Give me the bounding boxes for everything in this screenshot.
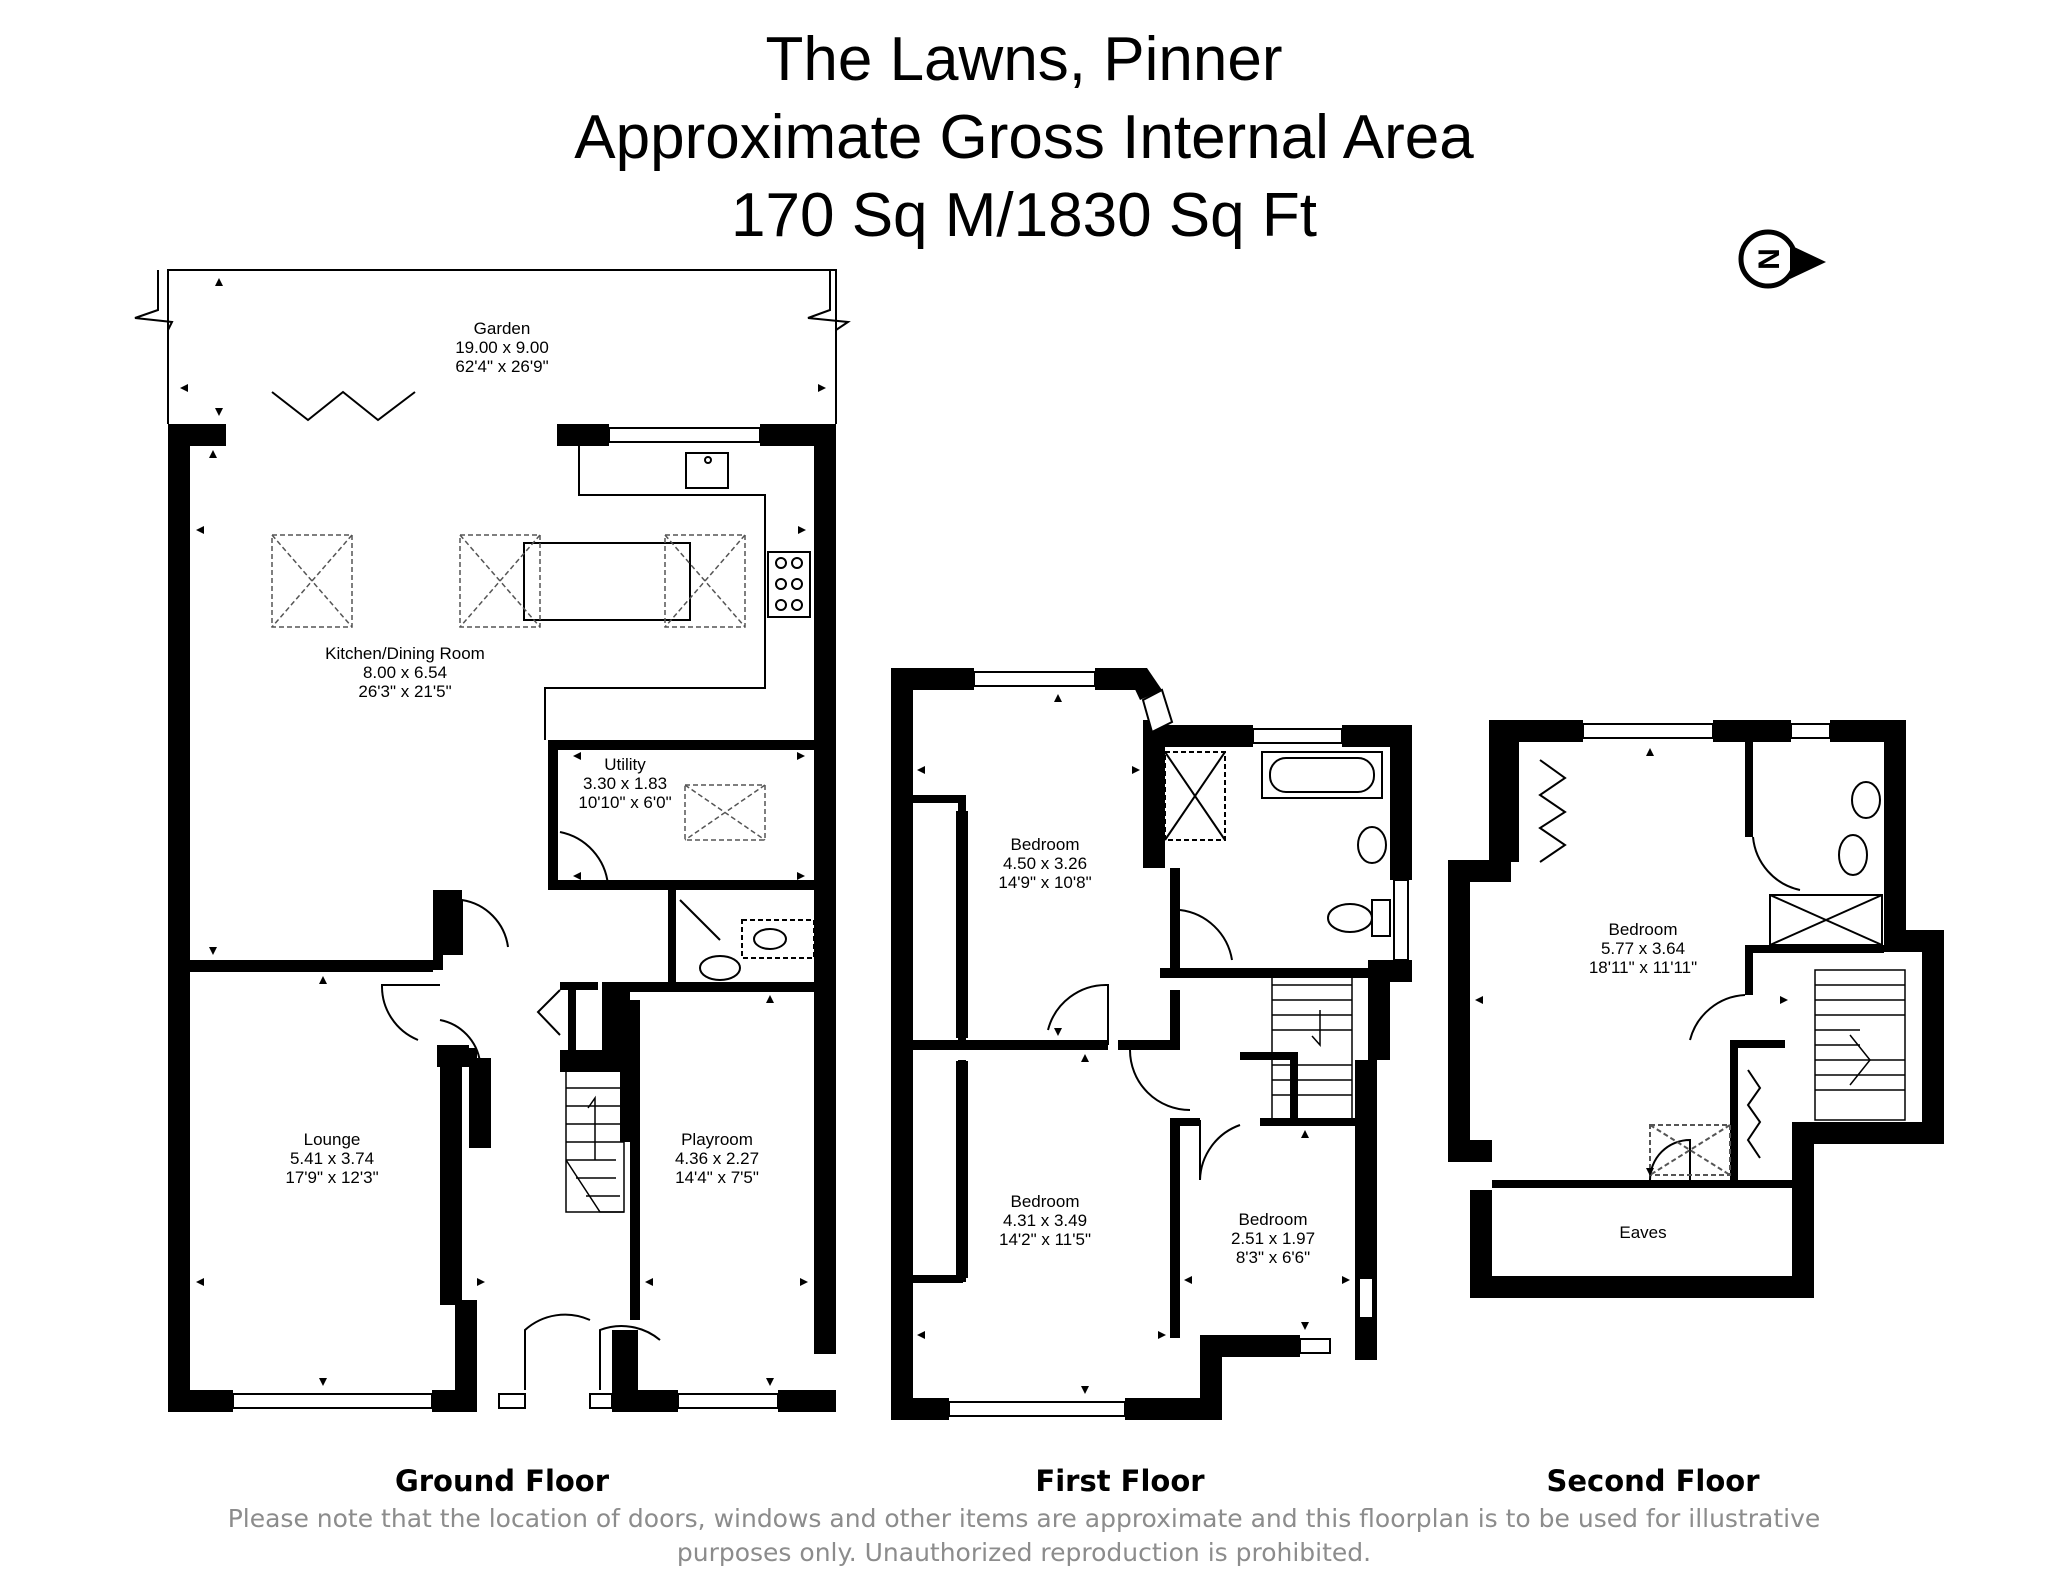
svg-text:19.00 x 9.00: 19.00 x 9.00 [455,338,549,357]
shower-icon [1164,751,1226,841]
room-label-kitchen: Kitchen/Dining Room 8.00 x 6.54 26'3" x … [325,644,485,701]
first-floor-stairs [1271,969,1353,1121]
svg-text:Playroom: Playroom [681,1130,753,1149]
svg-text:14'4" x 7'5": 14'4" x 7'5" [675,1168,759,1187]
first-floor-dimension-arrows [917,694,1350,1394]
skylights [271,534,766,841]
svg-text:Utility: Utility [604,755,646,774]
room-label-playroom: Playroom 4.36 x 2.27 14'4" x 7'5" [675,1130,759,1187]
hob-icon [767,551,811,618]
toilet-icon [1327,903,1373,933]
svg-text:2.51 x 1.97: 2.51 x 1.97 [1231,1229,1315,1248]
disclaimer-line-2: purposes only. Unauthorized reproduction… [676,1538,1372,1567]
floor-label-second: Second Floor [1546,1464,1760,1498]
svg-text:5.77 x 3.64: 5.77 x 3.64 [1601,939,1685,958]
svg-text:17'9" x 12'3": 17'9" x 12'3" [285,1168,378,1187]
svg-text:26'3" x 21'5": 26'3" x 21'5" [358,682,451,701]
second-floor-plan: Bedroom 5.77 x 3.64 18'11" x 11'11" Eave… [1448,720,1944,1298]
compass-letter: N [1753,248,1786,270]
svg-text:4.31 x 3.49: 4.31 x 3.49 [1003,1211,1087,1230]
svg-text:4.36 x 2.27: 4.36 x 2.27 [675,1149,759,1168]
ground-floor-windows [232,427,779,1409]
svg-text:5.41 x 3.74: 5.41 x 3.74 [290,1149,374,1168]
first-floor-walls [891,668,1412,1420]
kitchen-island [523,542,691,621]
svg-text:3.30 x 1.83: 3.30 x 1.83 [583,774,667,793]
room-label-bedroom-ff2: Bedroom 4.31 x 3.49 14'2" x 11'5" [999,1192,1091,1249]
basin-icon [699,955,741,981]
second-floor-fixtures [1538,759,1883,1181]
svg-text:Bedroom: Bedroom [1239,1210,1308,1229]
svg-text:10'10" x 6'0": 10'10" x 6'0" [578,793,671,812]
ground-floor-walls [168,424,836,1412]
wc-fixtures [699,919,815,981]
first-floor-windows [948,671,1409,1417]
room-label-utility: Utility 3.30 x 1.83 10'10" x 6'0" [578,755,671,812]
svg-text:18'11" x 11'11": 18'11" x 11'11" [1589,958,1697,977]
plan-subtitle: Approximate Gross Internal Area [574,103,1474,172]
dimension-arrows [180,278,826,1386]
svg-text:14'2" x 11'5": 14'2" x 11'5" [999,1230,1091,1249]
sink-icon [685,452,729,489]
room-label-bedroom-sf: Bedroom 5.77 x 3.64 18'11" x 11'11" [1589,920,1697,977]
bath-icon [1261,751,1383,799]
svg-text:Eaves: Eaves [1619,1223,1666,1242]
svg-text:Bedroom: Bedroom [1609,920,1678,939]
bathroom-basin-icon [1357,826,1387,864]
disclaimer-line-1: Please note that the location of doors, … [227,1504,1821,1533]
second-floor-dimension-arrows [1475,748,1788,1176]
sf-toilet-icon [1838,834,1868,876]
disclaimer: Please note that the location of doors, … [200,1502,1848,1570]
garden-outline [134,269,851,424]
plan-area: 170 Sq M/1830 Sq Ft [731,181,1317,250]
floor-label-ground: Ground Floor [394,1464,610,1498]
sf-basin-icon [1851,781,1881,819]
svg-text:Bedroom: Bedroom [1011,1192,1080,1211]
second-floor-stairs [1814,969,1906,1121]
svg-text:Bedroom: Bedroom [1011,835,1080,854]
room-label-bedroom-ff3: Bedroom 2.51 x 1.97 8'3" x 6'6" [1231,1210,1315,1267]
room-label-garden: Garden 19.00 x 9.00 62'4" x 26'9" [455,319,549,376]
compass-icon: N [1738,229,1826,289]
first-floor-plan: Bedroom 4.50 x 3.26 14'9" x 10'8" Bedroo… [891,668,1412,1420]
svg-text:Garden: Garden [474,319,531,338]
second-floor-windows [1582,723,1831,739]
svg-text:4.50 x 3.26: 4.50 x 3.26 [1003,854,1087,873]
floor-label-first: First Floor [1035,1464,1205,1498]
room-label-eaves: Eaves [1619,1223,1666,1242]
svg-text:Lounge: Lounge [304,1130,361,1149]
plan-title: The Lawns, Pinner [765,25,1283,94]
svg-text:Kitchen/Dining Room: Kitchen/Dining Room [325,644,485,663]
svg-text:14'9" x 10'8": 14'9" x 10'8" [998,873,1091,892]
second-floor-walls [1448,720,1944,1298]
kitchen-units [523,446,811,740]
ground-floor-plan: Garden 19.00 x 9.00 62'4" x 26'9" Kitche… [134,269,851,1412]
ground-inner-walls [190,890,443,970]
ground-floor-stairs [565,1069,625,1213]
room-label-lounge: Lounge 5.41 x 3.74 17'9" x 12'3" [285,1130,378,1187]
ground-floor-doors [380,831,721,1390]
svg-text:8.00 x 6.54: 8.00 x 6.54 [363,663,447,682]
sf-skylight [1649,1124,1731,1176]
sf-shower-icon [1769,894,1883,946]
svg-text:62'4" x 26'9": 62'4" x 26'9" [455,357,548,376]
first-floor-fixtures [956,751,1391,1278]
svg-text:8'3" x 6'6": 8'3" x 6'6" [1236,1248,1310,1267]
room-label-bedroom-ff1: Bedroom 4.50 x 3.26 14'9" x 10'8" [998,835,1091,892]
